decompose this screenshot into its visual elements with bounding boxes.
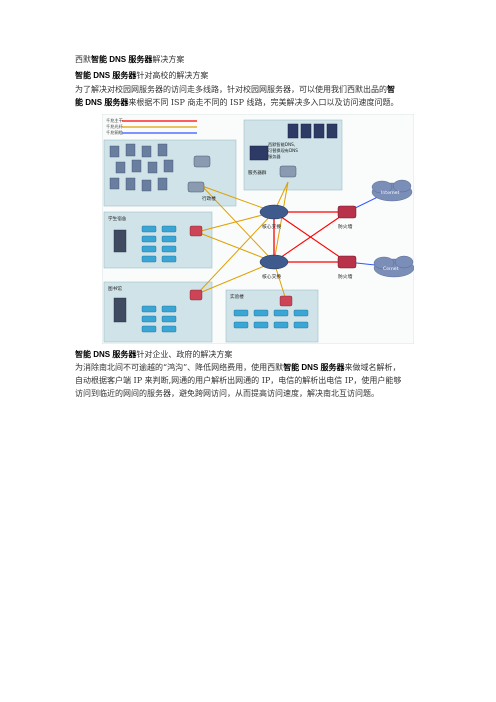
firewall-1-label: 防火墙 (338, 223, 353, 230)
legend-label-copper: 千兆铜缆 (106, 129, 124, 136)
cloud-internet-icon (371, 179, 413, 202)
library-switches (141, 305, 177, 333)
section1-paragraph-line1: 为了解决对校园网服务器的访问走多线路，针对校园网服务器，可以使用我们西默出品的智 (75, 84, 420, 96)
firewall-1-icon (337, 205, 357, 219)
zone-lab-label: 实验楼 (230, 293, 244, 300)
section1-heading-text: 针对高校的解决方案 (136, 71, 209, 80)
server-note-line1: 西默智能DNS, (268, 141, 295, 148)
section2-text3: 访问到临近的网间的服务器，避免跨网访问，从而提高访问速度，解决南北互访问题。 (75, 389, 379, 398)
zone-dorm-label: 学生宿舍 (108, 215, 127, 222)
section2-text1: 为消除南北间不可逾越的“鸿沟”、降低网络费用，使用西默 (75, 363, 284, 372)
document-title: 西默智能 DNS 服务器解决方案 (75, 54, 420, 66)
title-prefix: 西默 (75, 55, 91, 64)
server-switch-icon (279, 165, 297, 178)
title-suffix: 解决方案 (152, 55, 185, 64)
section1-paragraph-highlight2: 能 DNS 服务器 (75, 98, 129, 107)
cloud-cernet-icon (373, 255, 414, 278)
cloud-internet-label: Internet (381, 190, 399, 196)
library-building-icon (113, 297, 127, 323)
section2-highlight: 智能 DNS 服务器 (283, 363, 345, 372)
lab-switches (233, 309, 309, 329)
server-rack-icon (249, 123, 338, 161)
legend: 千兆主干 千兆光纤 千兆铜缆 (106, 117, 197, 136)
section2-heading: 智能 DNS 服务器针对企业、政府的解决方案 (75, 349, 420, 361)
title-highlight: 智能 DNS 服务器 (91, 55, 153, 64)
office-switch-icon (187, 155, 211, 193)
section1-paragraph-line2: 能 DNS 服务器来根据不同 ISP 商走不同的 ISP 线路，完美解决多入口以… (75, 97, 420, 109)
network-diagram: 千兆主干 千兆光纤 千兆铜缆 (102, 114, 414, 344)
server-note-line2: 可替换现有DNS (268, 147, 298, 154)
zone-library-label: 图书馆 (108, 285, 122, 292)
section1-paragraph-highlight1: 智 (387, 84, 395, 94)
legend-label-fiber: 千兆光纤 (106, 123, 124, 130)
dorm-router-icon (189, 225, 203, 237)
zone-office-label: 行政楼 (202, 195, 216, 202)
section2-paragraph-line1: 为消除南北间不可逾越的“鸿沟”、降低网络费用，使用西默智能 DNS 服务器来做域… (75, 362, 420, 374)
section1-paragraph-text1: 为了解决对校园网服务器的访问走多线路，针对校园网服务器，可以使用我们西默出品的 (75, 85, 387, 94)
library-router-icon (189, 289, 203, 301)
section2-paragraph-line2: 自动根据客户端 IP 来判断,网通的用户解析出网通的 IP，电信的解析出电信 I… (75, 375, 420, 387)
section2-text2: 自动根据客户端 IP 来判断,网通的用户解析出网通的 IP，电信的解析出电信 I… (75, 376, 402, 385)
dorm-building-icon (113, 229, 127, 253)
section2-heading-highlight: 智能 DNS 服务器 (75, 350, 137, 359)
core-switch-1-label: 核心交换 (262, 223, 281, 230)
legend-label-backbone: 千兆主干 (106, 117, 123, 124)
section2-text1-end: 来做域名解析， (344, 363, 401, 372)
cloud-cernet-label: Cernet (383, 266, 399, 272)
core-switch-2-icon (259, 254, 289, 270)
core-switch-2-label: 核心交换 (262, 273, 281, 280)
section1-heading-highlight: 智能 DNS 服务器 (75, 71, 137, 80)
section2-paragraph-line3: 访问到临近的网间的服务器，避免跨网访问，从而提高访问速度，解决南北互访问题。 (75, 388, 420, 400)
office-buildings (109, 143, 174, 192)
section2-heading-text: 针对企业、政府的解决方案 (136, 350, 233, 359)
dorm-switches (141, 225, 177, 263)
zone-server-label: 服务器群 (248, 169, 267, 176)
lab-router-icon (279, 295, 293, 307)
section1-heading: 智能 DNS 服务器针对高校的解决方案 (75, 70, 420, 82)
firewall-2-label: 防火墙 (338, 273, 353, 280)
server-note-line3: 服务器 (268, 153, 281, 160)
firewall-2-icon (337, 255, 357, 269)
core-switch-1-icon (259, 204, 289, 220)
section1-paragraph-text2: 来根据不同 ISP 商走不同的 ISP 线路，完美解决多入口以及访问速度问题。 (128, 98, 399, 107)
